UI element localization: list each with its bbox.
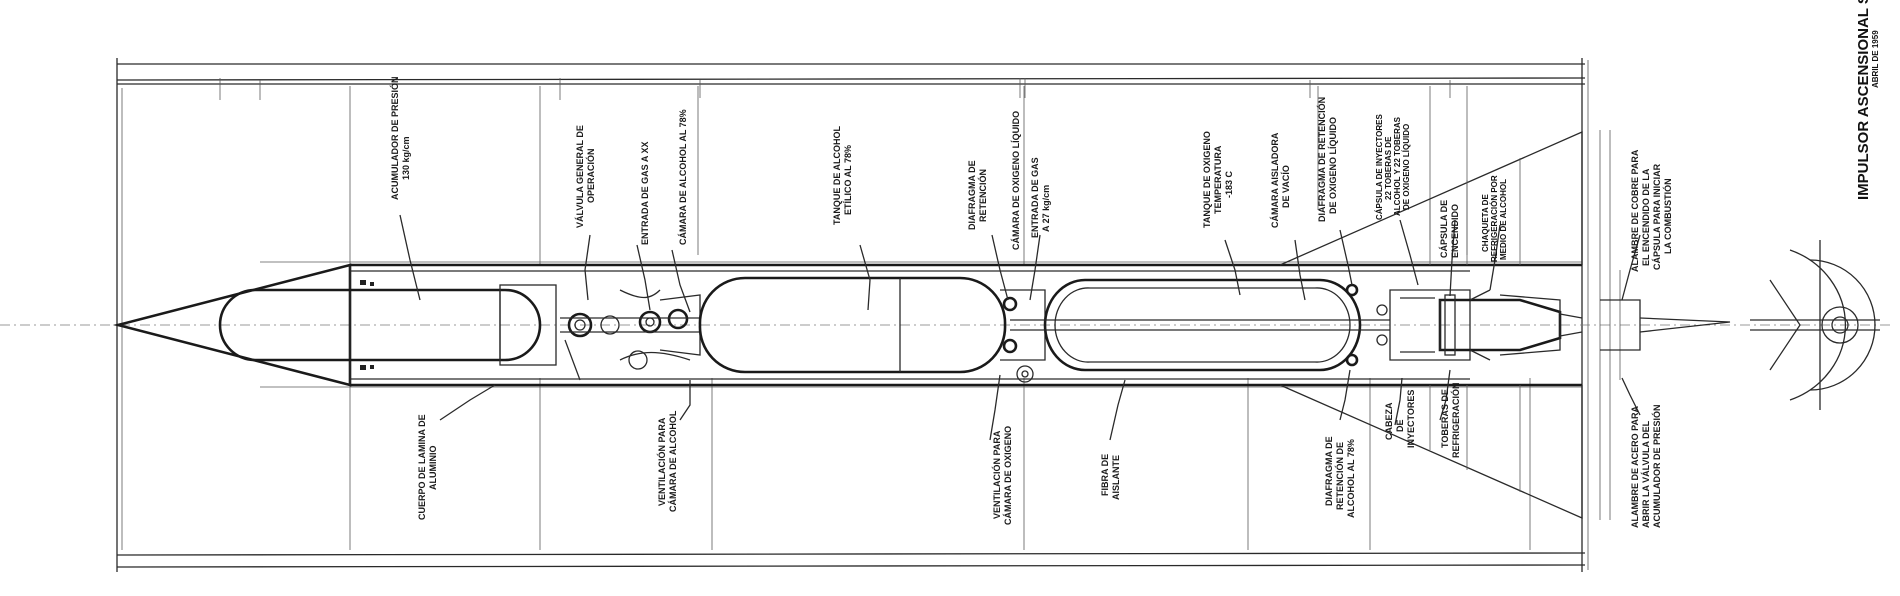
label-fibra: FIBRA DE AISLANTE: [1100, 454, 1121, 500]
label-line: CÁMARA DE OXIGENO: [1003, 426, 1013, 525]
label-toberas: TOBERAS DE REFRIGERACIÓN: [1440, 382, 1461, 458]
label-capsula-inyectores: CÁPSULA DE INYECTORES 22 TOBERAS DE ALCO…: [1375, 114, 1411, 220]
label-alambre-cobre: ALAMBRE DE COBRE PARA EL ENCENDIDO DE LA…: [1630, 149, 1673, 272]
label-diafragma-retencion: DIAFRAGMA DE RETENCIÓN: [967, 160, 988, 230]
label-line: TEMPERATURA: [1213, 145, 1223, 214]
label-line: CÁMARA DE ALCOHOL AL 78%: [678, 109, 688, 245]
label-line: ALUMINIO: [428, 446, 438, 491]
label-line: DE OXIGENO LÍQUIDO: [1328, 117, 1338, 214]
label-line: CHAQUETA DE: [1481, 194, 1490, 252]
label-line: VÁLVULA GENERAL DE: [575, 125, 585, 228]
label-line: A 27 kg/cm: [1041, 185, 1051, 232]
label-line: EL ENCENDIDO DE LA: [1641, 168, 1651, 266]
label-line: ENTRADA DE GAS A XX: [640, 141, 650, 245]
label-line: ABRIR LA VÁLVULA DEL: [1641, 420, 1651, 528]
label-valvula: VÁLVULA GENERAL DE OPERACIÓN: [575, 125, 596, 228]
label-line: CÁPSULA PARA INICIAR: [1652, 163, 1662, 270]
rocket-body: [0, 131, 1890, 519]
label-line: RETENCIÓN DE: [1334, 442, 1345, 510]
label-entrada-gas-27: ENTRADA DE GAS A 27 kg/cm: [1030, 157, 1051, 238]
label-cuerpo: CUERPO DE LAMINA DE ALUMINIO: [417, 414, 438, 520]
label-line: DE OXIGENO LÍQUIDO: [1402, 124, 1411, 210]
label-line: ETÍLICO AL 78%: [843, 145, 853, 215]
label-alambre-acero: ALAMBRE DE ACERO PARA ABRIR LA VÁLVULA D…: [1630, 404, 1662, 528]
label-line: ALCOHOL AL 78%: [1346, 439, 1356, 518]
label-line: CUERPO DE LAMINA DE: [417, 414, 427, 520]
label-entrada-gas-xx: ENTRADA DE GAS A XX: [640, 141, 650, 245]
label-line: REFRIGERACIÓN: [1450, 382, 1461, 458]
drawing-title: IMPULSOR ASCENSIONAL SCT-1: [1855, 0, 1872, 200]
label-line: TOBERAS DE: [1440, 389, 1450, 448]
label-line: INYECTORES: [1406, 390, 1416, 448]
label-ventilacion-oxigeno: VENTILACIÓN PARA CÁMARA DE OXIGENO: [991, 426, 1013, 525]
leader-lines: [399, 214, 1641, 441]
label-cabeza: CABEZA DE INYECTORES: [1384, 390, 1416, 448]
label-line: CÁMARA DE OXIGENO LÍQUIDO: [1011, 111, 1021, 250]
rocket-tail: [1599, 130, 1880, 520]
title-block: IMPULSOR ASCENSIONAL SCT-1 ABRIL DE 1959: [1855, 0, 1880, 200]
label-line: TANQUE DE ALCOHOL: [832, 126, 842, 225]
label-acumulador: ACUMULADOR DE PRESIÓN 130 kg/cm: [389, 76, 411, 200]
label-capsula-encendido: CÁPSULA DE ENCENDIDO: [1439, 200, 1460, 258]
label-line: REFRIGERACIÓN POR: [1490, 175, 1499, 262]
label-camara-oxigeno: CÁMARA DE OXIGENO LÍQUIDO: [1011, 111, 1021, 250]
label-line: OPERACIÓN: [585, 148, 596, 203]
label-line: DIAFRAGMA DE: [967, 160, 977, 230]
label-tanque-oxigeno: TANQUE DE OXIGENO TEMPERATURA -183 C: [1202, 131, 1234, 228]
label-line: VENTILACIÓN PARA: [991, 430, 1002, 519]
label-camara-alcohol: CÁMARA DE ALCOHOL AL 78%: [678, 109, 688, 245]
label-line: CABEZA: [1384, 402, 1394, 440]
label-diafragma-oxigeno: DIAFRAGMA DE RETENCIÓN DE OXIGENO LÍQUID…: [1316, 97, 1338, 222]
label-line: DIAFRAGMA DE: [1324, 436, 1334, 506]
label-line: LA COMBUSTIÓN: [1662, 178, 1673, 254]
label-line: ALAMBRE DE COBRE PARA: [1630, 149, 1640, 272]
label-line: DE: [1395, 419, 1405, 432]
label-line: CÁMARA DE ALCOHOL: [668, 410, 678, 512]
drawing-date: ABRIL DE 1959: [1871, 30, 1880, 88]
label-tanque-alcohol: TANQUE DE ALCOHOL ETÍLICO AL 78%: [832, 126, 853, 225]
label-line: 22 TOBERAS DE: [1384, 136, 1393, 200]
label-line: VENTILACIÓN PARA: [656, 417, 667, 506]
label-line: MEDIO DE ALCOHOL: [1499, 179, 1508, 260]
label-line: ENCENDIDO: [1450, 204, 1460, 258]
label-line: RETENCIÓN: [977, 169, 988, 222]
label-camara-aisladora: CÁMARA AISLADORA DE VACÍO: [1270, 132, 1291, 228]
label-line: ALCOHOL Y 22 TOBERAS: [1393, 116, 1402, 216]
label-chaqueta: CHAQUETA DE REFRIGERACIÓN POR MEDIO DE A…: [1481, 175, 1508, 262]
label-line: FIBRA DE: [1100, 454, 1110, 496]
label-line: ACUMULADOR DE PRESIÓN: [1651, 404, 1662, 528]
label-line: ALAMBRE DE ACERO PARA: [1630, 405, 1640, 528]
drawing-frame: [116, 58, 1589, 572]
label-line: DE VACÍO: [1281, 165, 1291, 208]
label-line: -183 C: [1224, 170, 1234, 198]
label-line: AISLANTE: [1111, 455, 1121, 500]
label-diafragma-alcohol: DIAFRAGMA DE RETENCIÓN DE ALCOHOL AL 78%: [1324, 436, 1356, 518]
label-line: CÁPSULA DE: [1439, 200, 1449, 258]
label-line: ENTRADA DE GAS: [1030, 157, 1040, 238]
label-line: TANQUE DE OXIGENO: [1202, 131, 1212, 228]
label-line: 130 kg/cm: [401, 136, 411, 180]
label-line: DIAFRAGMA DE RETENCIÓN: [1316, 97, 1327, 222]
label-line: CÁPSULA DE INYECTORES: [1375, 114, 1384, 220]
label-ventilacion-alcohol: VENTILACIÓN PARA CÁMARA DE ALCOHOL: [656, 410, 678, 512]
label-line: CÁMARA AISLADORA: [1270, 132, 1280, 228]
label-line: ACUMULADOR DE PRESIÓN: [389, 76, 400, 200]
